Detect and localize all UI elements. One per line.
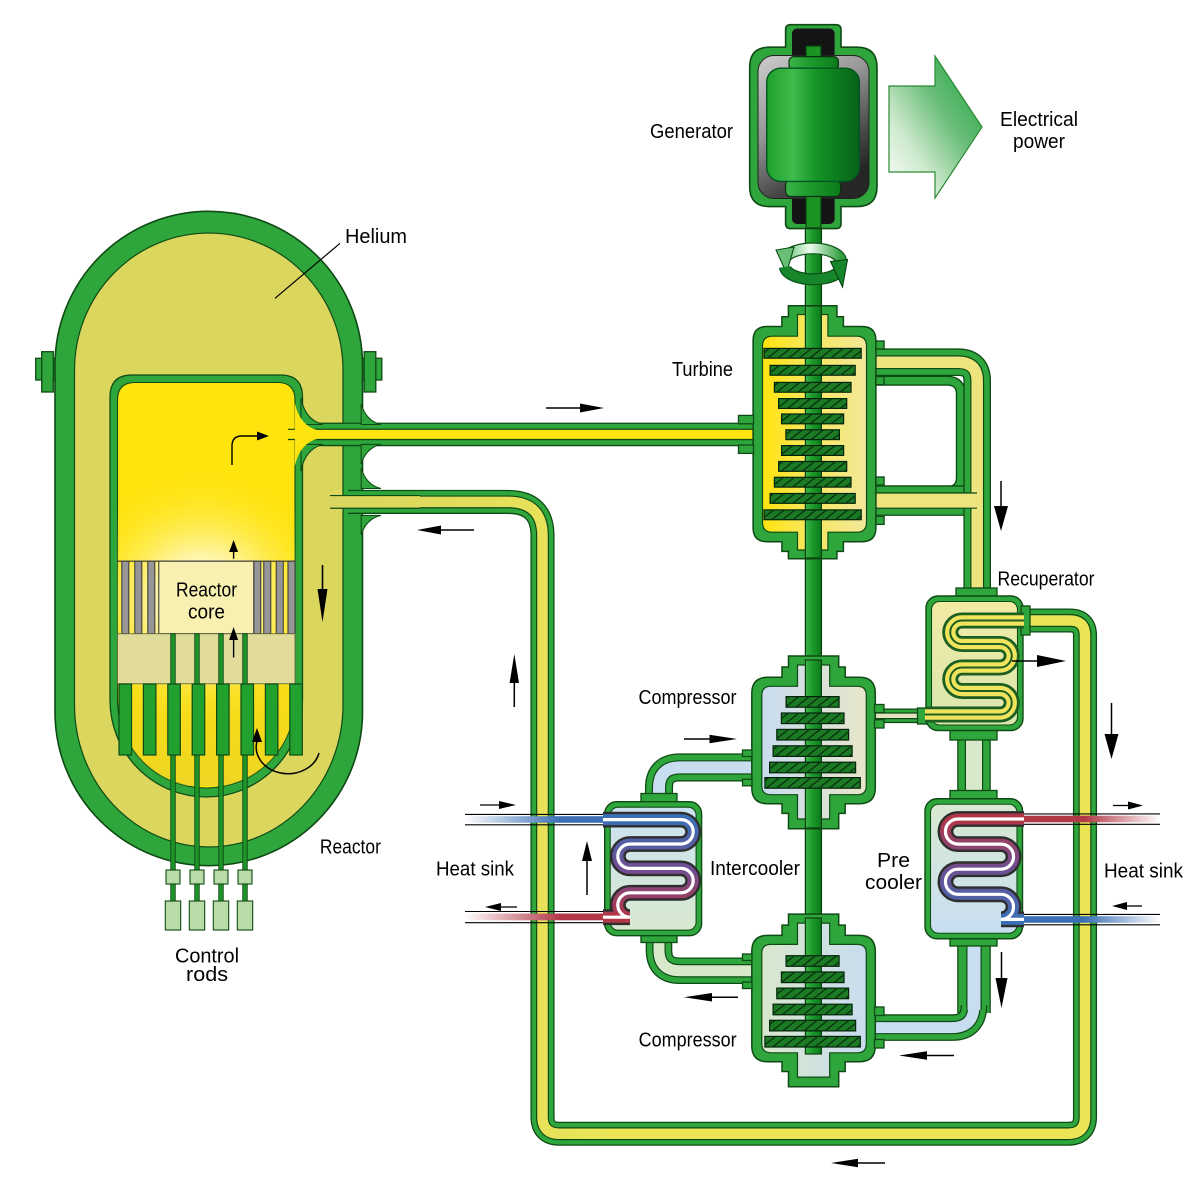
svg-text:rods: rods <box>186 964 228 986</box>
svg-text:Compressor: Compressor <box>639 687 737 709</box>
svg-text:power: power <box>1013 131 1065 153</box>
svg-text:Reactor: Reactor <box>320 837 381 859</box>
svg-text:Heat sink: Heat sink <box>1104 861 1184 883</box>
svg-text:Heat sink: Heat sink <box>436 859 515 881</box>
svg-text:Control: Control <box>175 946 239 968</box>
svg-text:Pre: Pre <box>877 850 910 872</box>
svg-text:Reactor: Reactor <box>176 580 237 602</box>
svg-text:Compressor: Compressor <box>639 1030 737 1052</box>
svg-text:core: core <box>188 602 225 624</box>
svg-text:cooler: cooler <box>865 872 922 894</box>
svg-text:Helium: Helium <box>345 226 407 248</box>
svg-text:Turbine: Turbine <box>672 359 733 381</box>
svg-text:Generator: Generator <box>650 121 733 143</box>
svg-text:Recuperator: Recuperator <box>998 569 1095 591</box>
svg-text:Intercooler: Intercooler <box>710 858 800 880</box>
svg-text:Electrical: Electrical <box>1000 109 1078 131</box>
